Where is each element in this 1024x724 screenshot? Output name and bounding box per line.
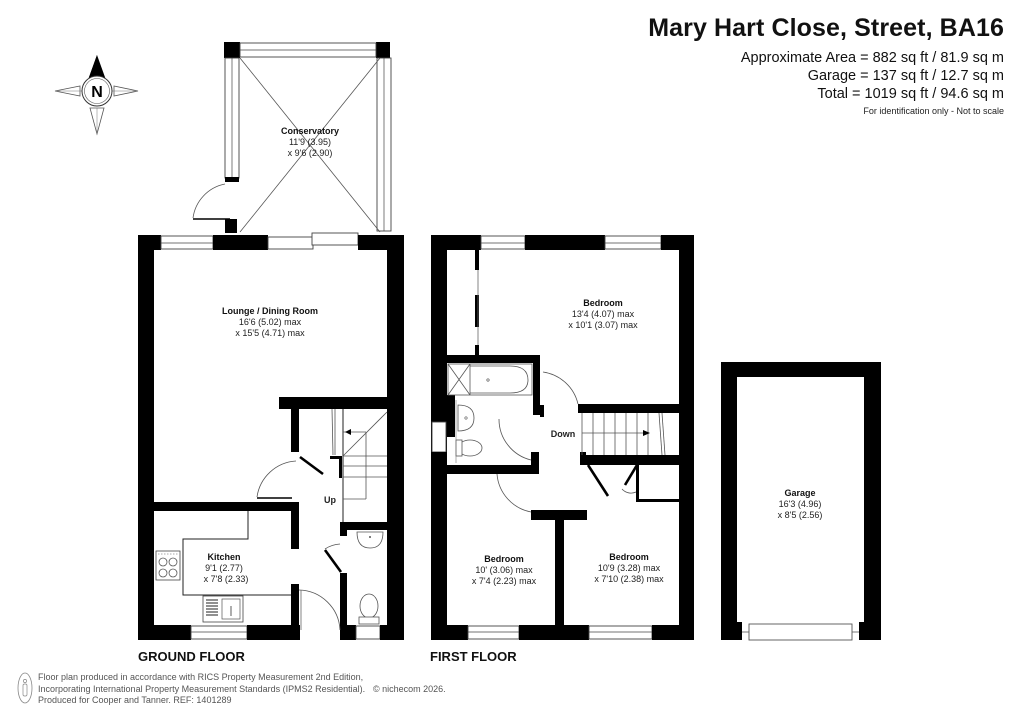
copyright: © nichecom 2026. xyxy=(373,683,446,694)
basin-icon xyxy=(457,404,475,432)
room-name-bedroom-2: Bedroom xyxy=(484,554,524,564)
room-dim1-conservatory: 11'9 (3.95) xyxy=(289,137,331,147)
room-name-bedroom-1: Bedroom xyxy=(583,298,623,308)
basin-icon xyxy=(356,531,384,549)
room-dim1-bedroom-3: 10'9 (3.28) max xyxy=(598,563,661,573)
first-floor-label: FIRST FLOOR xyxy=(430,649,517,664)
compass-north-label: N xyxy=(91,84,103,101)
toilet-icon xyxy=(358,593,380,625)
footer-disclaimer: Floor plan produced in accordance with R… xyxy=(38,672,446,707)
room-dim2-bedroom-2: x 7'4 (2.23) max xyxy=(472,576,537,586)
room-name-bedroom-3: Bedroom xyxy=(609,552,649,562)
room-dim2-garage: x 8'5 (2.56) xyxy=(778,510,823,520)
footer-line-2: Incorporating International Property Mea… xyxy=(38,683,366,694)
garage-area: Garage = 137 sq ft / 12.7 sq m xyxy=(807,68,1004,84)
approximate-area: Approximate Area = 882 sq ft / 81.9 sq m xyxy=(740,50,1004,66)
stairs-first: Down xyxy=(551,412,666,456)
room-dim2-lounge: x 15'5 (4.71) max xyxy=(235,328,305,338)
room-dim2-bedroom-3: x 7'10 (2.38) max xyxy=(594,574,664,584)
ground-floor-plan: Up xyxy=(138,232,404,664)
room-dim2-kitchen: x 7'8 (2.33) xyxy=(204,574,249,584)
room-dim1-lounge: 16'6 (5.02) max xyxy=(239,317,302,327)
room-dim1-garage: 16'3 (4.96) xyxy=(779,499,822,509)
property-title: Mary Hart Close, Street, BA16 xyxy=(648,14,1004,42)
room-dim1-kitchen: 9'1 (2.77) xyxy=(205,563,243,573)
scale-disclaimer: For identification only - Not to scale xyxy=(863,106,1004,116)
first-floor-plan: Down Bedroom 13'4 (4.07) max x 10'1 (3.0… xyxy=(430,235,694,664)
room-name-lounge: Lounge / Dining Room xyxy=(222,306,318,316)
stairs-up-label: Up xyxy=(324,495,336,505)
room-dim2-bedroom-1: x 10'1 (3.07) max xyxy=(568,320,638,330)
room-dim1-bedroom-1: 13'4 (4.07) max xyxy=(572,309,635,319)
room-name-garage: Garage xyxy=(784,488,815,498)
room-dim2-conservatory: x 9'6 (2.90) xyxy=(288,148,333,158)
footer-line-3: Produced for Cooper and Tanner. REF: 140… xyxy=(38,695,232,705)
conservatory: Conservatory 11'9 (3.95) x 9'6 (2.90) xyxy=(192,42,392,233)
hob-icon xyxy=(155,550,181,581)
bath-icon xyxy=(447,363,533,396)
room-name-kitchen: Kitchen xyxy=(207,552,240,562)
room-dim1-bedroom-2: 10' (3.06) max xyxy=(475,565,533,575)
room-name-conservatory: Conservatory xyxy=(281,126,339,136)
stairs-ground: Up xyxy=(324,408,388,522)
garage-door xyxy=(748,623,853,641)
garage-plan: Garage 16'3 (4.96) x 8'5 (2.56) xyxy=(721,362,881,641)
compass-rose-icon: N xyxy=(54,55,139,136)
person-scale-icon xyxy=(17,672,33,704)
footer-line-1: Floor plan produced in accordance with R… xyxy=(38,672,364,682)
toilet-icon xyxy=(455,439,483,457)
sink-icon xyxy=(202,595,244,623)
total-area: Total = 1019 sq ft / 94.6 sq m xyxy=(817,86,1004,102)
ground-floor-label: GROUND FLOOR xyxy=(138,649,245,664)
stairs-down-label: Down xyxy=(551,429,576,439)
